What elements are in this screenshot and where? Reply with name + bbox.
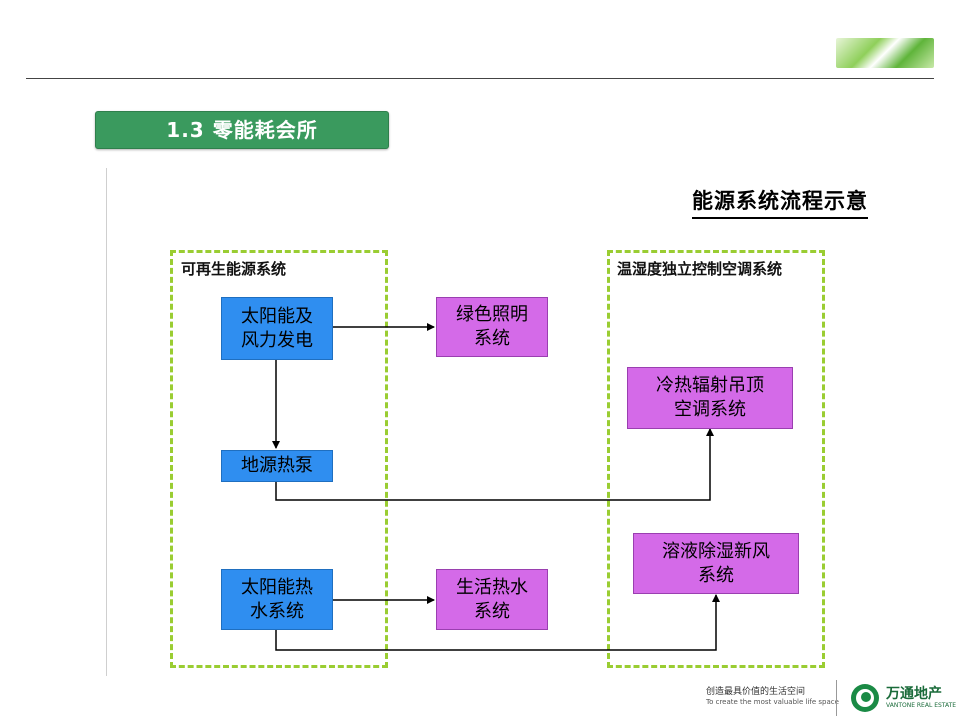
hvac-group: [607, 250, 825, 668]
top-right-logo: [836, 38, 934, 68]
left-divider: [106, 168, 107, 676]
renewable-energy-group-label: 可再生能源系统: [181, 260, 287, 278]
renewable-energy-group: [170, 250, 388, 668]
node-green-lighting: 绿色照明 系统: [436, 297, 548, 357]
node-desiccant-fresh-air: 溶液除湿新风 系统: [633, 533, 799, 594]
header-divider: [26, 78, 934, 79]
footer-slogan: 创造最具价值的生活空间: [706, 687, 806, 697]
node-solar-hot-water: 太阳能热 水系统: [221, 569, 333, 630]
node-radiant-ceiling-ac: 冷热辐射吊顶 空调系统: [627, 367, 793, 429]
diagram-title: 能源系统流程示意: [692, 185, 868, 219]
footer-slogan-en: To create the most valuable life space: [706, 698, 839, 706]
brand-name: 万通地产: [886, 686, 942, 702]
hvac-group-label: 温湿度独立控制空调系统: [617, 260, 783, 278]
arrow-ground-pump-to-ceiling: [275, 428, 714, 501]
node-ground-source-heat-pump: 地源热泵: [221, 450, 333, 482]
section-title: 1.3 零能耗会所: [95, 111, 389, 149]
brand-name-en: VANTONE REAL ESTATE: [886, 702, 957, 709]
footer-divider: [836, 680, 837, 716]
brand-logo-icon: [851, 684, 879, 712]
node-solar-wind-power: 太阳能及 风力发电: [221, 297, 333, 360]
arrow-solar-water-to-fresh-air: [275, 594, 720, 651]
node-domestic-hot-water: 生活热水 系统: [436, 569, 548, 630]
